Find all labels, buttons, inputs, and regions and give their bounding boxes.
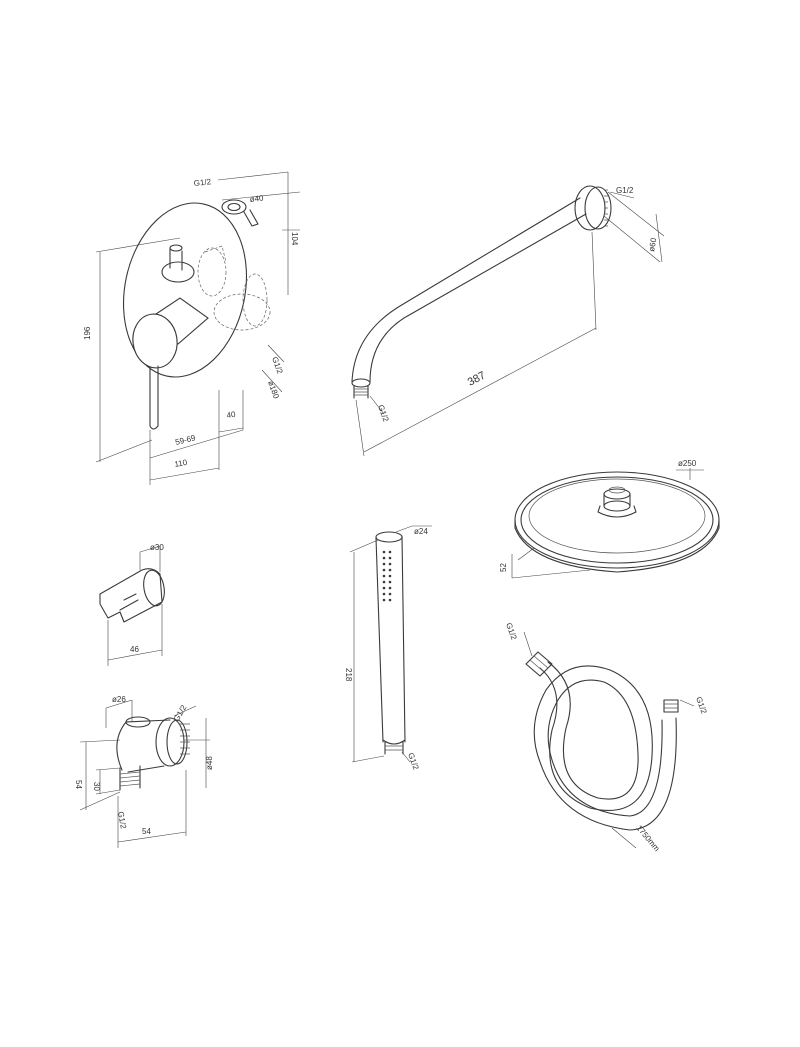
- mixer-lever: [149, 365, 159, 430]
- mixer-label-depth110: 110: [174, 458, 189, 469]
- hose-label-thread-left: G1/2: [504, 622, 519, 642]
- hose-fitting-left: [525, 651, 553, 677]
- mixer-label-height104: 104: [290, 232, 299, 246]
- arm-label-thread-wall: G1/2: [616, 186, 634, 195]
- mixer-label-depth40: 40: [226, 410, 237, 420]
- arm-label-length: 387: [466, 369, 488, 388]
- head-plate: [514, 471, 720, 569]
- holder-label-width: 46: [130, 645, 139, 654]
- head-connector: [603, 493, 631, 507]
- mixer-diverter-knob: [169, 248, 183, 271]
- outlet-label-thread-bottom: G1/2: [116, 811, 128, 830]
- hand-label-thread: G1/2: [406, 752, 421, 772]
- mixer-top-outlet: [221, 199, 247, 215]
- arm-label-thread-end: G1/2: [376, 404, 391, 424]
- outlet-label-thread-top: G1/2: [172, 703, 189, 723]
- holder-label-dia: ø30: [150, 543, 164, 552]
- hand-body: [375, 535, 406, 743]
- outlet-drawing: ø26 G1/2 ø48 54 30 G1/2 54: [74, 695, 214, 848]
- arm-wall-flange: [574, 185, 606, 231]
- hand-drawing: ø24 218 G1/2: [344, 525, 432, 772]
- outlet-label-dia26: ø26: [112, 695, 126, 704]
- outlet-body: [116, 719, 171, 773]
- mixer-label-thread-side: G1/2: [270, 356, 285, 376]
- arm-tube: [351, 197, 587, 383]
- head-drawing: ø250 52: [499, 459, 720, 579]
- arm-drawing: G1/2 ø60 387 G1/2: [351, 185, 665, 457]
- head-label-height: 52: [499, 563, 508, 572]
- mixer-wall-plate: [122, 202, 248, 378]
- mixer-label-dia40: ø40: [249, 194, 264, 204]
- holder-drawing: ø30 46: [99, 543, 165, 666]
- outlet-label-h30: 30: [92, 782, 101, 791]
- arm-label-dia60: ø60: [647, 237, 658, 253]
- hose-drawing: G1/2 G1/2 1750mm: [504, 622, 709, 854]
- hose-fitting-right: [663, 699, 679, 713]
- mixer-label-height196: 196: [83, 326, 92, 340]
- mixer-label-thread-top: G1/2: [193, 177, 212, 188]
- hand-nozzles: [382, 550, 392, 602]
- outlet-label-h54: 54: [74, 780, 83, 789]
- hand-label-length: 218: [344, 668, 353, 682]
- mixer-label-dia180: ø180: [266, 380, 281, 401]
- holder-body: [99, 568, 163, 623]
- outlet-label-dia48: ø48: [205, 756, 214, 770]
- hand-label-dia: ø24: [414, 527, 428, 536]
- hose-body: [533, 665, 677, 831]
- head-label-dia: ø250: [678, 459, 697, 468]
- hose-label-length: 1750mm: [634, 824, 661, 854]
- mixer-drawing: G1/2 ø40 104 196 G1/2 ø180 40 59-69 110: [83, 171, 301, 485]
- outlet-label-w54: 54: [142, 827, 151, 836]
- hose-label-thread-right: G1/2: [694, 696, 709, 716]
